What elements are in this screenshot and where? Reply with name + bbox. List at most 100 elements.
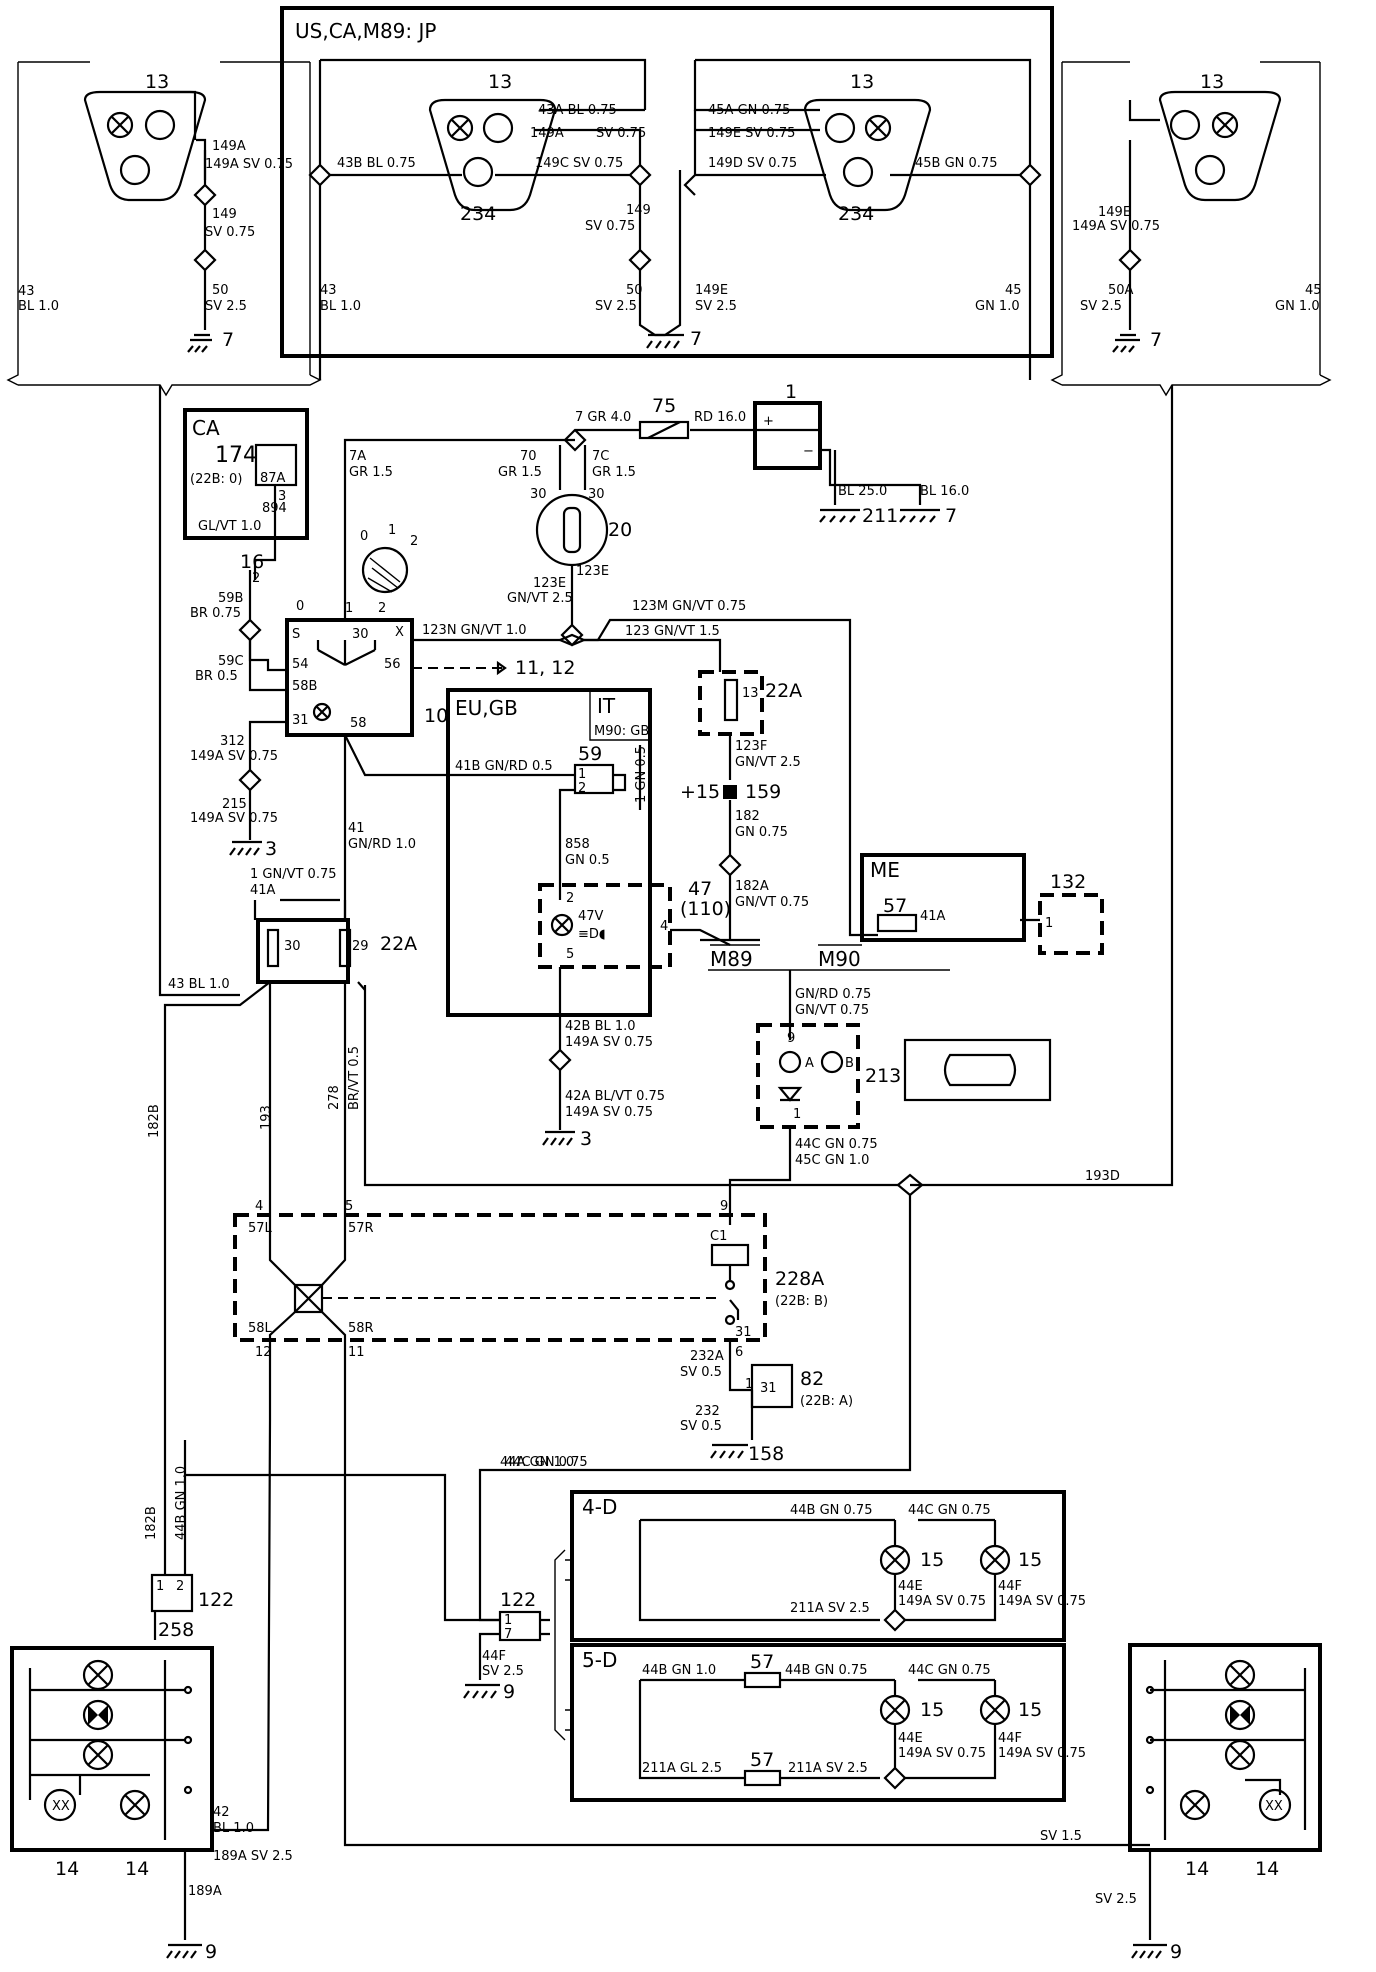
bulb-label: XX <box>52 1799 70 1814</box>
wire-label: 211A SV 2.5 <box>788 1761 868 1776</box>
component-47-sub: (110) <box>680 898 731 920</box>
lamp-213 <box>756 1023 860 1129</box>
pin-label: 11 <box>348 1345 365 1360</box>
component-174-sub: (22B: 0) <box>190 472 242 487</box>
switch-terminal-label: 58 <box>350 716 367 731</box>
component-47-label: 47 <box>688 878 712 900</box>
wire-label: 189A <box>188 1884 222 1899</box>
battery-1-label: 1 <box>785 381 797 403</box>
connector-258 <box>150 1573 194 1613</box>
wire-label: 278 <box>327 1085 342 1110</box>
light-switch-10 <box>285 618 414 737</box>
fuse-22a-13 <box>698 670 764 736</box>
connector-59 <box>573 763 615 795</box>
bulb-icon <box>312 702 332 722</box>
wire-label: 44C GN 0.75 <box>908 1503 991 1518</box>
battery-1 <box>753 401 822 470</box>
me-label: ME <box>870 858 900 882</box>
wire-label: 44F <box>998 1731 1022 1746</box>
wire-label: BR 0.5 <box>195 669 238 684</box>
bulb-icon <box>778 1050 802 1074</box>
pin-label: C1 <box>710 1229 727 1244</box>
switch-terminal-label: 54 <box>292 657 309 672</box>
fuse-22a-30-29 <box>256 918 350 984</box>
component-132 <box>1038 893 1104 955</box>
wire-label: 189A SV 2.5 <box>213 1849 293 1864</box>
wire-label: 50 <box>626 283 643 298</box>
connector-57 <box>743 1769 782 1787</box>
switch-pos-label: 2 <box>378 601 386 616</box>
terminal-label: 30 <box>588 487 605 502</box>
wire-label: GN/VT 2.5 <box>735 755 801 770</box>
wire-label: 211A GL 2.5 <box>642 1761 722 1776</box>
it-label: IT <box>597 694 616 718</box>
wire-label: SV 2.5 <box>1095 1892 1137 1907</box>
splice-159-label: 159 <box>745 781 781 803</box>
wire-label: 42 <box>213 1805 230 1820</box>
component-82-sub: (22B: A) <box>800 1394 853 1409</box>
wire-label: 232A <box>690 1349 724 1364</box>
wire-label: 44E <box>898 1579 923 1594</box>
ca-box <box>183 408 309 540</box>
wire-label: 41 <box>348 821 365 836</box>
wire-label: 59B <box>218 591 243 606</box>
pin-label: 1 <box>1045 916 1053 931</box>
battery-plus-sign: + <box>763 414 774 429</box>
component-16-label: 16 <box>240 551 264 573</box>
wire-label: GR 1.5 <box>498 465 542 480</box>
switch-terminal-label: 58B <box>292 679 317 694</box>
connector-59-label: 59 <box>578 743 602 765</box>
car-icon <box>903 1038 1052 1102</box>
component-15-label: 15 <box>1018 1699 1042 1721</box>
terminal-label: 30 <box>530 487 547 502</box>
component-15-label: 15 <box>1018 1549 1042 1571</box>
wire-label: GN/RD 0.75 <box>795 987 871 1002</box>
wire-label: 1 GN/VT 0.75 <box>250 867 337 882</box>
wire-label: 312 <box>220 734 245 749</box>
wire-label: 123M GN/VT 0.75 <box>632 599 746 614</box>
terminal-label: 2 <box>252 571 260 586</box>
connector-57 <box>743 1671 782 1689</box>
four-door-box <box>570 1490 1066 1642</box>
connector-122 <box>498 1610 542 1642</box>
lamp-13-right: 13 <box>1158 71 1282 202</box>
wire-label: 44C GN 0.75 <box>795 1137 878 1152</box>
bulb-icon <box>106 111 134 139</box>
five-door-box <box>570 1643 1066 1802</box>
wire-label: 149 <box>212 207 237 222</box>
pin-label: 9 <box>787 1031 795 1046</box>
pin-label: 1 <box>504 1613 512 1628</box>
component-174-label: 174 <box>215 443 257 468</box>
relay-228a <box>233 1213 767 1342</box>
it-sub-label: M90: GB <box>594 724 649 739</box>
wire-label: 41A <box>920 909 946 924</box>
switch-terminal-label: 56 <box>384 657 401 672</box>
knob-label: 0 <box>360 529 368 544</box>
pin-label: 9 <box>720 1199 728 1214</box>
wire-label: 193 <box>259 1105 274 1130</box>
wire-label: 44A GN 1.0 <box>500 1455 574 1470</box>
wire-label: 123E <box>576 564 609 579</box>
wire-label: BL 16.0 <box>920 484 969 499</box>
bulb-icon <box>550 913 574 937</box>
wire-label: GN 0.5 <box>565 853 610 868</box>
ground-9-label: 9 <box>205 1941 217 1963</box>
pin-label: 2 <box>176 1579 184 1594</box>
wire-label: 43 <box>18 284 35 299</box>
wire-label: SV 2.5 <box>1080 299 1122 314</box>
wire-label: BL 25.0 <box>838 484 887 499</box>
ground-3-label: 3 <box>580 1128 592 1150</box>
wire-label: 57R <box>348 1221 374 1236</box>
wire-label: 149A <box>212 139 246 154</box>
pin-label: 1 <box>156 1579 164 1594</box>
light-switch-knob-icon[interactable] <box>361 546 409 594</box>
ground-211-label: 211 <box>862 505 898 527</box>
wire-label: 44F <box>998 1579 1022 1594</box>
component-82 <box>750 1363 794 1409</box>
switch-terminal-label: S <box>292 627 300 642</box>
lamp-47 <box>538 883 672 969</box>
bulb-icon <box>119 154 151 186</box>
wire-label: SV 1.5 <box>1040 1829 1082 1844</box>
wire-label: BR/VT 0.5 <box>347 1046 362 1110</box>
